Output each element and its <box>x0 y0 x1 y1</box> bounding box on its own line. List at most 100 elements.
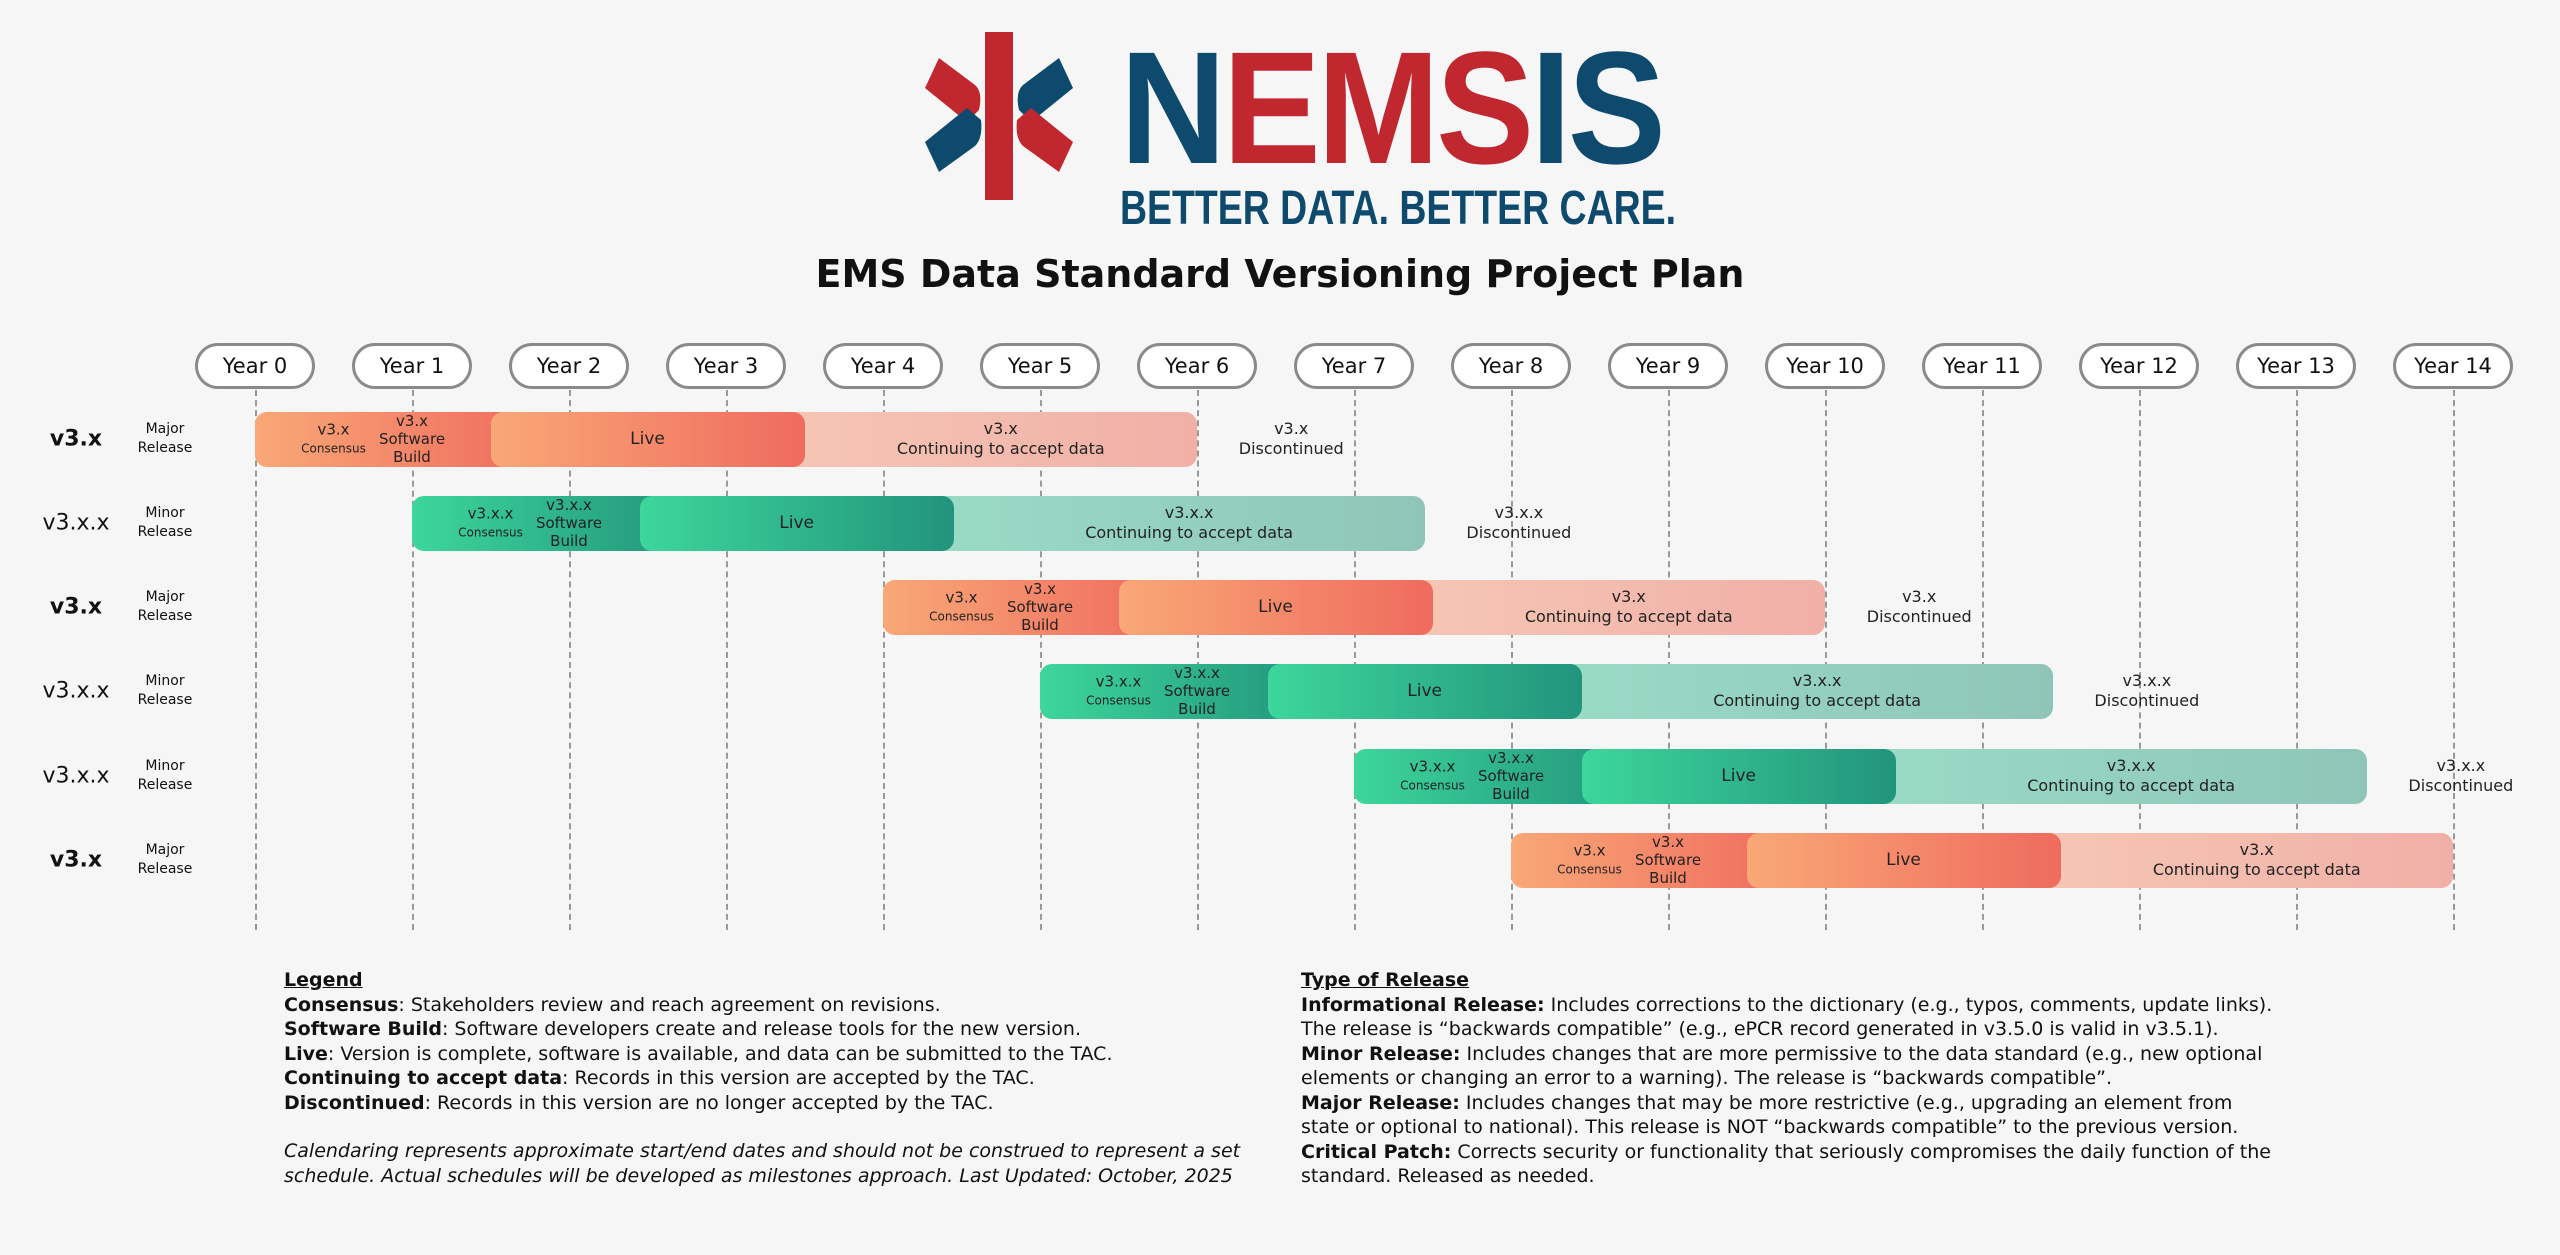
continuing-bar <box>906 496 1425 551</box>
live-bar <box>1118 580 1433 635</box>
continuing-version: v3.x.x <box>1164 503 1214 522</box>
release-type-label: Minor Release <box>137 758 193 793</box>
continuing-version: v3.x <box>2239 840 2274 859</box>
build-text: Software Build <box>535 514 603 550</box>
year-gridline <box>2453 390 2455 930</box>
year-gridline <box>726 390 728 930</box>
build-text: Software Build <box>1477 767 1545 803</box>
legend-desc: : Software developers create and release… <box>441 1018 1081 1040</box>
legend-term: Consensus <box>284 993 399 1016</box>
version-label: v3.x.x <box>42 510 110 536</box>
release-type-label: Major Release <box>137 421 193 456</box>
continuing-version: v3.x.x <box>1792 671 1842 690</box>
version-label: v3.x <box>49 594 103 620</box>
discontinued-version: v3.x.x <box>2122 671 2172 690</box>
legend-item: Discontinued: Records in this version ar… <box>284 1091 1264 1116</box>
legend-desc: : Records in this version are accepted b… <box>562 1067 1035 1089</box>
release-type-item: Major Release: Includes changes that may… <box>1301 1091 2286 1140</box>
discontinued-text: Discontinued <box>1466 523 1572 542</box>
release-types: Type of Release Informational Release: I… <box>1301 968 2286 1189</box>
version-label: v3.x <box>49 426 103 452</box>
continuing-version: v3.x.x <box>2106 756 2156 775</box>
year-gridline <box>1511 390 1513 930</box>
live-bar <box>639 496 954 551</box>
release-type-desc: Includes corrections to the dictionary (… <box>1301 993 2273 1041</box>
nemsis-logo: NEMSIS BETTER DATA. BETTER CARE. <box>925 28 1676 240</box>
year-gridline <box>1825 390 1827 930</box>
consensus-text: Consensus <box>929 609 994 624</box>
build-text: Software Build <box>378 430 446 466</box>
legend-term: Discontinued <box>284 1091 425 1114</box>
year-marker: Year 2 <box>509 343 629 389</box>
page-title: EMS Data Standard Versioning Project Pla… <box>815 252 1745 296</box>
year-gridline <box>1668 390 1670 930</box>
release-type-label: Major Release <box>137 589 193 624</box>
continuing-text: Continuing to accept data <box>1085 523 1294 542</box>
consensus-version: v3.x.x <box>467 504 514 523</box>
continuing-text: Continuing to accept data <box>1524 607 1733 626</box>
live-label: Live <box>1258 597 1293 617</box>
release-type-term: Critical Patch: <box>1301 1140 1452 1163</box>
consensus-text: Consensus <box>1086 693 1151 708</box>
consensus-text: Consensus <box>458 525 523 540</box>
continuing-text: Continuing to accept data <box>896 439 1105 458</box>
version-label: v3.x.x <box>42 763 110 789</box>
discontinued-text: Discontinued <box>2094 691 2200 710</box>
live-label: Live <box>1721 766 1756 786</box>
continuing-version: v3.x <box>1611 587 1646 606</box>
logo-wordmark: NEMSIS <box>1120 18 1666 197</box>
continuing-version: v3.x <box>983 419 1018 438</box>
discontinued-version: v3.x <box>1274 419 1309 438</box>
year-marker: Year 10 <box>1765 343 1885 389</box>
release-type-desc: Includes changes that are more permissiv… <box>1301 1042 2263 1090</box>
legend-item: Continuing to accept data: Records in th… <box>284 1066 1264 1091</box>
release-types-heading: Type of Release <box>1301 969 1470 991</box>
discontinued-text: Discontinued <box>1238 439 1344 458</box>
star-of-life-icon <box>925 32 1073 200</box>
year-marker: Year 11 <box>1922 343 2042 389</box>
release-type-term: Minor Release: <box>1301 1042 1461 1065</box>
consensus-build-bar <box>255 412 538 467</box>
year-gridline <box>569 390 571 930</box>
release-type-desc: Includes changes that may be more restri… <box>1301 1091 2239 1139</box>
release-type-label: Minor Release <box>137 673 193 708</box>
legend-term: Continuing to accept data <box>284 1067 563 1089</box>
year-gridline <box>1982 390 1984 930</box>
year-marker: Year 7 <box>1294 343 1414 389</box>
consensus-version: v3.x.x <box>1409 757 1456 776</box>
continuing-bar <box>1848 749 2367 804</box>
live-label: Live <box>630 429 665 449</box>
build-version: v3.x.x <box>1488 749 1534 767</box>
year-gridline <box>883 390 885 930</box>
release-type-label: Major Release <box>137 842 193 877</box>
continuing-text: Continuing to accept data <box>1713 691 1922 710</box>
legend-note: Calendaring represents approximate start… <box>284 1140 1241 1187</box>
live-label: Live <box>779 513 814 533</box>
release-type-label: Minor Release <box>137 505 193 540</box>
year-marker: Year 9 <box>1608 343 1728 389</box>
live-label: Live <box>1407 681 1442 701</box>
consensus-version: v3.x <box>317 420 350 439</box>
year-marker: Year 3 <box>666 343 786 389</box>
year-marker: Year 0 <box>195 343 315 389</box>
consensus-build-bar <box>883 580 1166 635</box>
build-version: v3.x.x <box>546 496 592 514</box>
year-marker: Year 4 <box>823 343 943 389</box>
legend-desc: : Version is complete, software is avail… <box>327 1042 1113 1065</box>
build-text: Software Build <box>1006 598 1074 634</box>
year-marker: Year 5 <box>980 343 1100 389</box>
year-marker: Year 14 <box>2393 343 2513 389</box>
